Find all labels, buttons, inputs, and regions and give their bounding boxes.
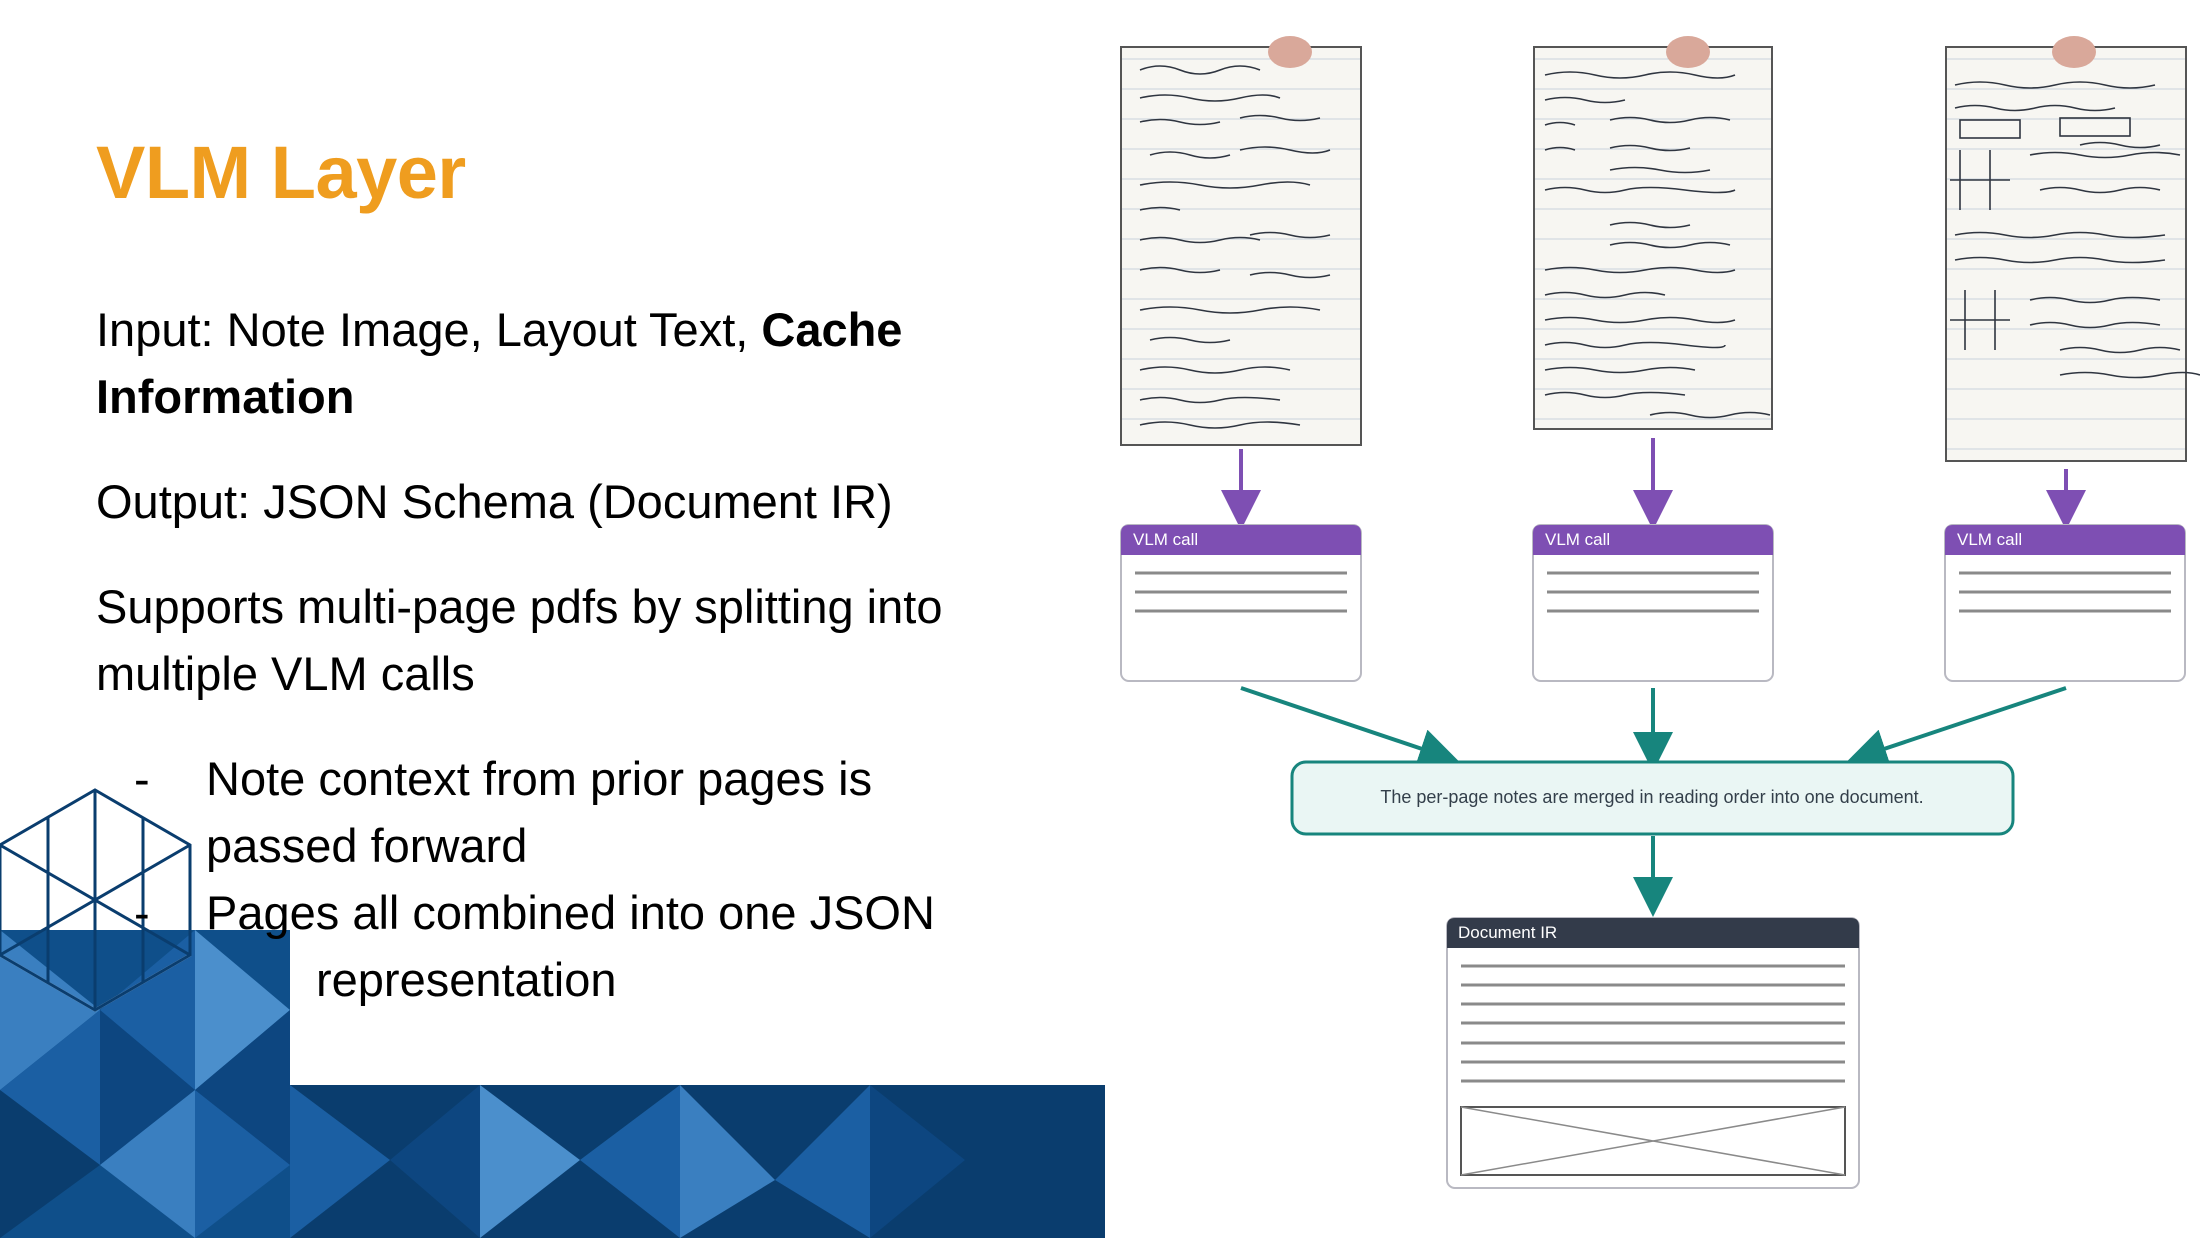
- vlm-call-box: VLM call: [1532, 524, 1774, 682]
- input-text: Input: Note Image, Layout Text,: [96, 303, 762, 356]
- sub-bullet-line-2: representation: [316, 953, 617, 1006]
- supports-paragraph: Supports multi-page pdfs by splitting in…: [96, 573, 1016, 707]
- arrow-vlm-to-merge: [1847, 686, 2067, 768]
- supports-line-2: multiple VLM calls: [96, 647, 475, 700]
- output-paragraph: Output: JSON Schema (Document IR): [96, 475, 893, 528]
- decorative-triangle-band: [0, 788, 1105, 1238]
- bullet-dash: -: [134, 886, 150, 939]
- slide-body: Input: Note Image, Layout Text, Cache In…: [96, 296, 1016, 1013]
- slide-title: VLM Layer: [96, 131, 466, 214]
- notebook-page-image: [1533, 36, 1773, 430]
- notebook-page-image: [1120, 36, 1362, 446]
- document-ir-label: Document IR: [1458, 923, 1557, 942]
- image-placeholder-icon: [1460, 1106, 1846, 1176]
- vlm-call-box: VLM call: [1120, 524, 1362, 682]
- document-ir-box: Document IR: [1446, 917, 1860, 1189]
- bullet-dash: -: [134, 752, 150, 805]
- sub-bullet-item: - Note context from prior pages is passe…: [96, 745, 1016, 879]
- sub-bullet-line-1: Pages all combined into one JSON: [206, 886, 935, 939]
- input-bold-text: Cache Information: [96, 303, 903, 423]
- sub-bullet-line-1: Note context from prior pages is: [206, 752, 873, 805]
- sub-bullet-list: - Note context from prior pages is passe…: [96, 745, 1016, 1013]
- merge-box: The per-page notes are merged in reading…: [1290, 760, 2015, 836]
- notebook-page-image: [1945, 36, 2200, 462]
- vlm-call-label: VLM call: [1545, 530, 1610, 549]
- sub-bullet-item: - Pages all combined into one JSON repre…: [96, 879, 1016, 1013]
- input-paragraph: Input: Note Image, Layout Text, Cache In…: [96, 296, 1016, 430]
- wireframe-cube-decoration: [0, 788, 192, 1012]
- arrow-vlm-to-merge: [1240, 686, 1459, 768]
- vlm-call-label: VLM call: [1133, 530, 1198, 549]
- vlm-call-box: VLM call: [1944, 524, 2186, 682]
- vlm-call-label: VLM call: [1957, 530, 2022, 549]
- supports-line-1: Supports multi-page pdfs by splitting in…: [96, 580, 943, 633]
- merge-description: The per-page notes are merged in reading…: [1380, 787, 1923, 807]
- sub-bullet-line-2: passed forward: [206, 819, 528, 872]
